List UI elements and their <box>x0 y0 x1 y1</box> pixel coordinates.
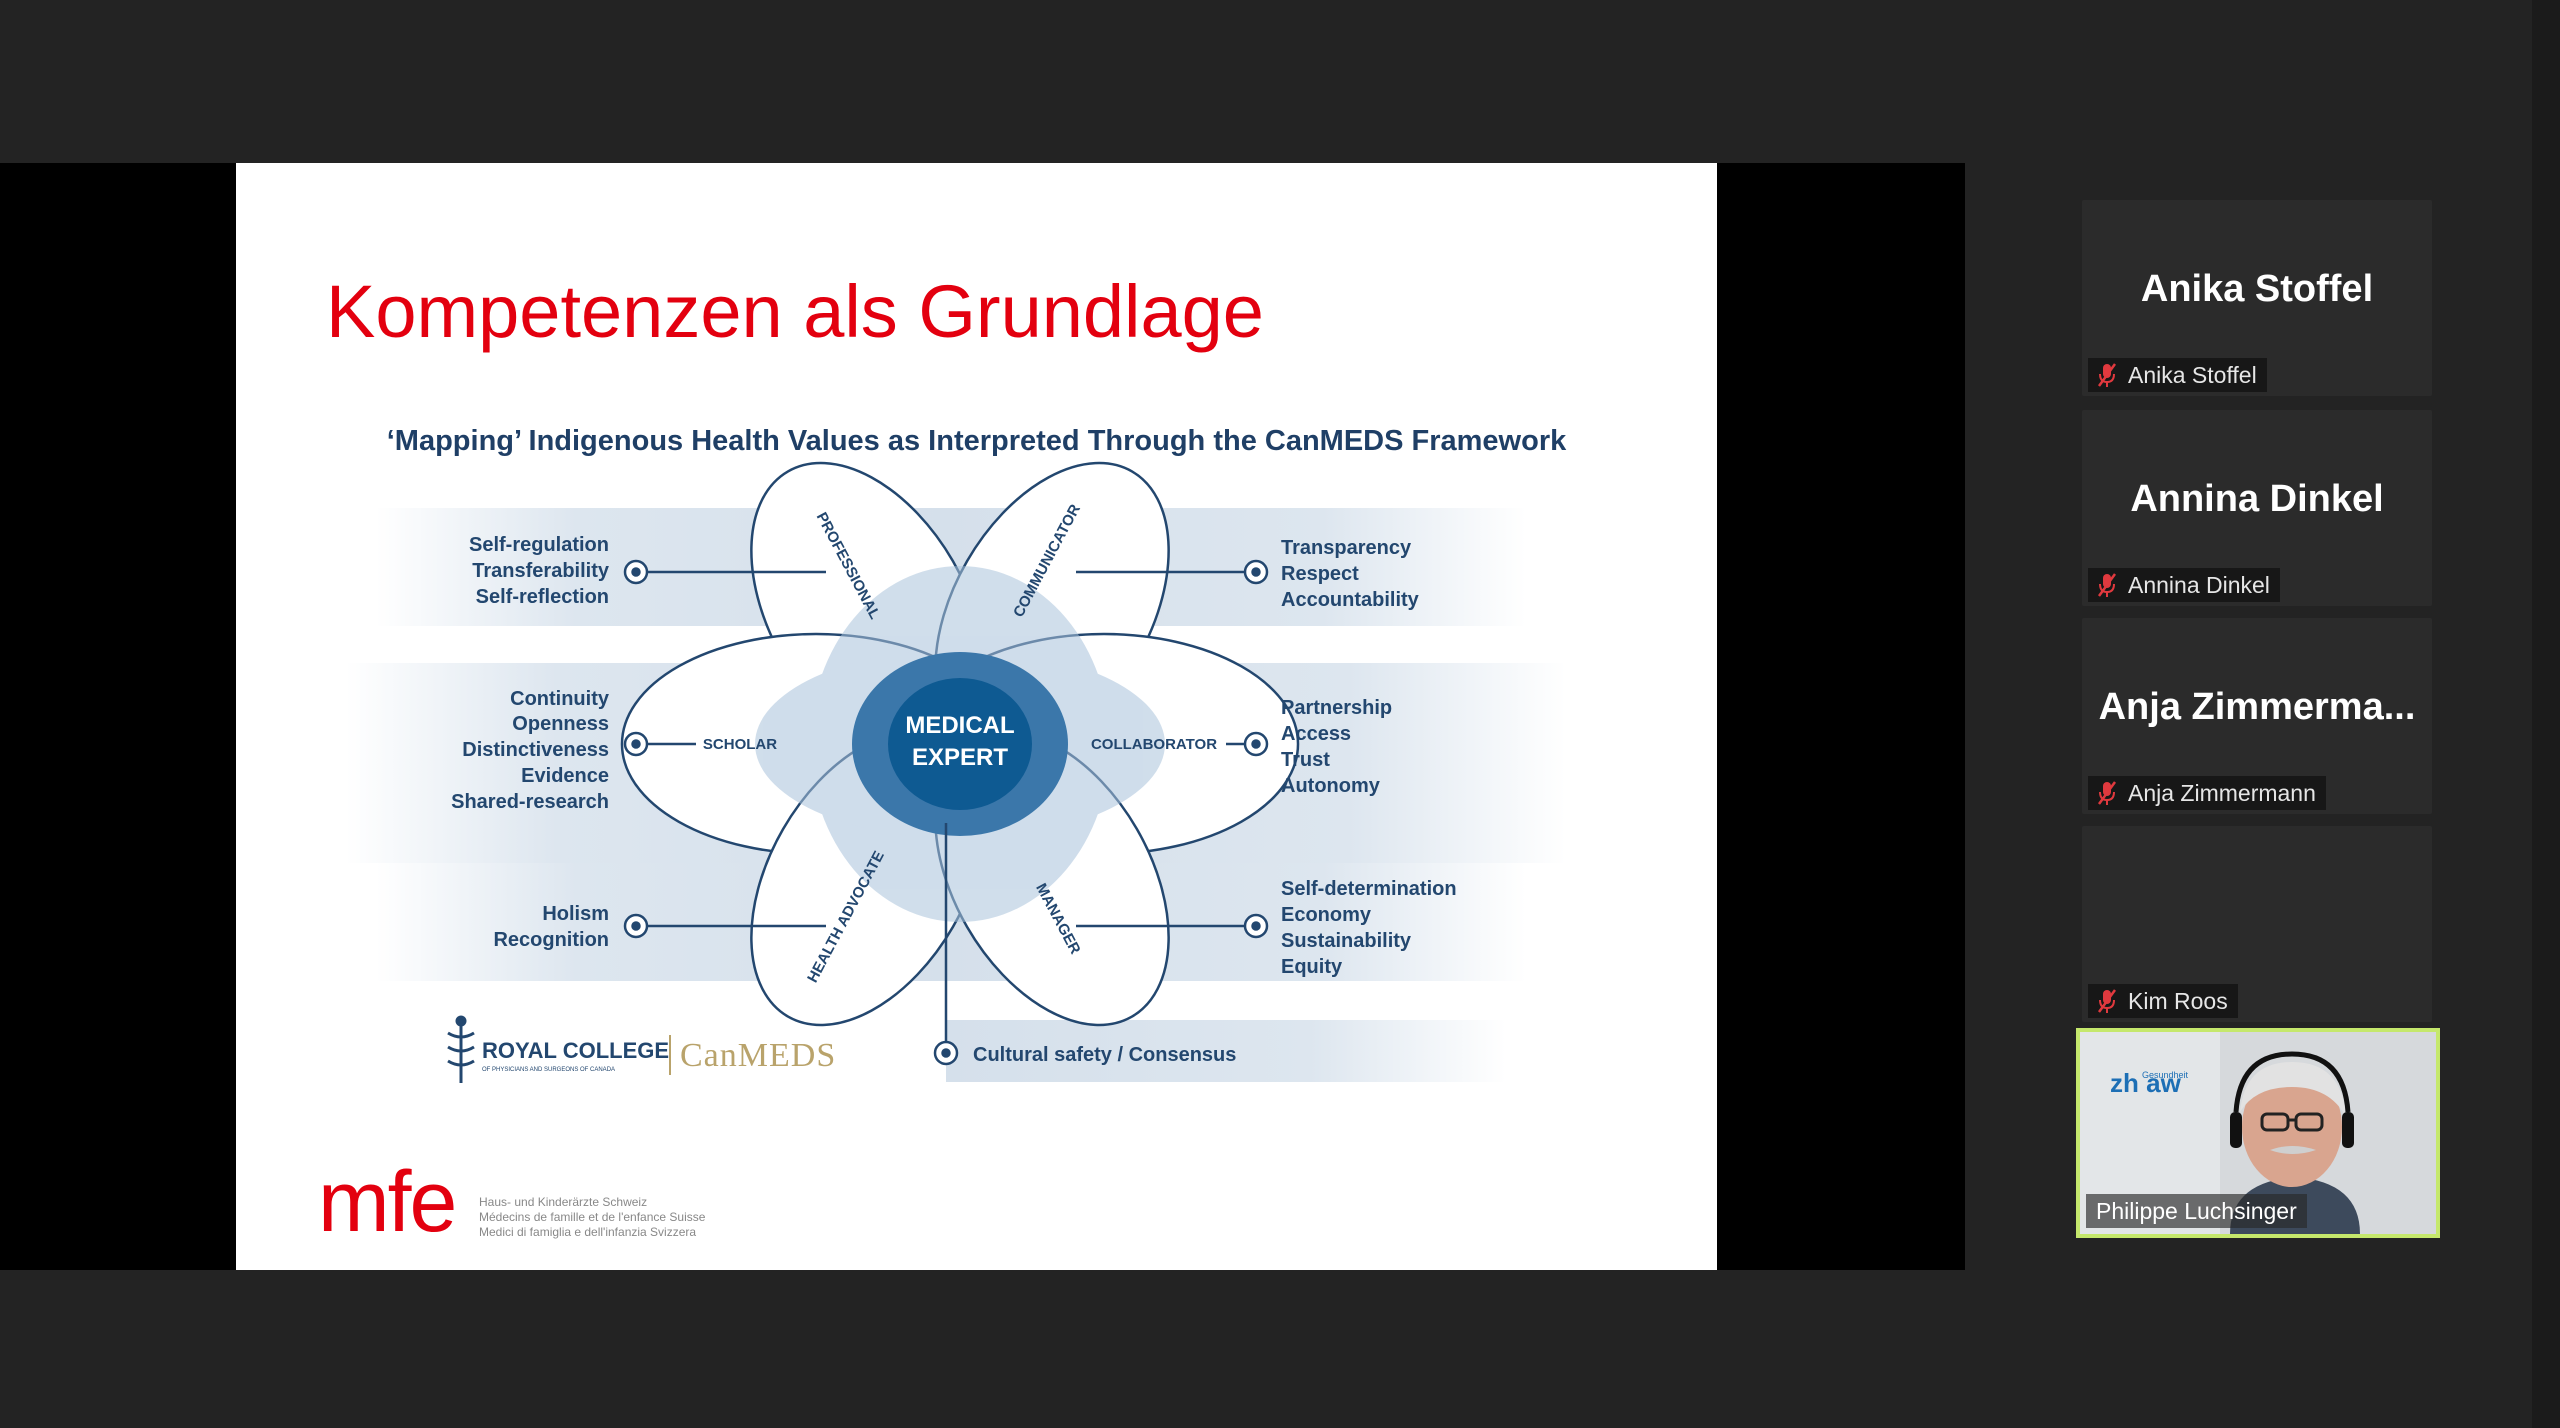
values-scholar: Continuity Openness Distinctiveness Evid… <box>451 688 610 813</box>
participant-label-text: Anja Zimmermann <box>2128 780 2316 806</box>
connectors <box>623 559 1269 1066</box>
value-text: Trust <box>1281 749 1330 771</box>
background-logo-text: zh aw <box>2110 1068 2182 1098</box>
value-text: Recognition <box>493 929 609 951</box>
role-collaborator: COLLABORATOR <box>1091 736 1217 753</box>
value-text: Continuity <box>510 688 610 710</box>
value-text: Self-determination <box>1281 878 1457 900</box>
caduceus-icon <box>447 1015 475 1083</box>
participant-name-label: Kim Roos <box>2088 984 2238 1018</box>
values-communicator: Transparency Respect Accountability <box>1281 537 1420 611</box>
value-text: Accountability <box>1281 589 1420 611</box>
values-health-advocate: Holism Recognition <box>493 903 609 951</box>
participant-label-text: Kim Roos <box>2128 988 2228 1014</box>
active-speaker-video-tile[interactable]: zh aw Gesundheit Philippe Luchsinger <box>2076 1028 2440 1238</box>
participant-label-text: Annina Dinkel <box>2128 572 2270 598</box>
value-text: Autonomy <box>1281 775 1381 797</box>
mfe-tagline: Haus- und Kinderärzte Schweiz Médecins d… <box>479 1195 705 1240</box>
value-text: Access <box>1281 723 1351 745</box>
value-text: Respect <box>1281 563 1359 585</box>
center-label-line1: MEDICAL <box>905 712 1014 739</box>
participant-name-label: Anja Zimmermann <box>2088 776 2326 810</box>
mfe-tagline-line: Medici di famiglia e dell'infanzia Svizz… <box>479 1225 697 1239</box>
values-manager: Self-determination Economy Sustainabilit… <box>1281 878 1457 978</box>
value-text: Evidence <box>521 765 609 787</box>
value-text: Holism <box>542 903 609 925</box>
mic-muted-icon <box>2097 989 2117 1013</box>
background-logo-subtext: Gesundheit <box>2142 1070 2189 1080</box>
royal-college-logo: ROYAL COLLEGE OF PHYSICIANS AND SURGEONS… <box>447 1015 836 1083</box>
value-text: Equity <box>1281 956 1343 978</box>
participant-tile[interactable]: Anika Stoffel Anika Stoffel <box>2082 200 2432 396</box>
mic-muted-icon <box>2097 573 2117 597</box>
participant-tile[interactable]: Anja Zimmerma... Anja Zimmermann <box>2082 618 2432 814</box>
participant-label-text: Anika Stoffel <box>2128 362 2257 388</box>
value-text: Economy <box>1281 904 1372 926</box>
values-collaborator: Partnership Access Trust Autonomy <box>1281 697 1392 797</box>
participant-name-label: Annina Dinkel <box>2088 568 2280 602</box>
center-label-line2: EXPERT <box>912 744 1008 771</box>
participant-display-name: Anja Zimmerma... <box>2098 686 2416 728</box>
participant-tile[interactable]: Kim Roos <box>2082 826 2432 1022</box>
value-text: Shared-research <box>451 791 609 813</box>
royal-college-subtext: OF PHYSICIANS AND SURGEONS OF CANADA <box>482 1067 615 1073</box>
framework-heading: ‘Mapping’ Indigenous Health Values as In… <box>386 425 1567 457</box>
value-text: Self-reflection <box>476 586 609 608</box>
mic-muted-icon <box>2097 363 2117 387</box>
canmeds-diagram: MEDICAL EXPERT PROFESSIONAL COMMUNICATOR… <box>346 461 1566 1083</box>
participant-tile[interactable]: Annina Dinkel Annina Dinkel <box>2082 410 2432 606</box>
value-medical-expert: Cultural safety / Consensus <box>973 1044 1236 1066</box>
value-text: Partnership <box>1281 697 1392 719</box>
right-edge-strip <box>2532 0 2560 1428</box>
participant-display-name: Anika Stoffel <box>2140 268 2374 310</box>
canmeds-text: CanMEDS <box>680 1037 836 1074</box>
value-text: Distinctiveness <box>462 739 609 761</box>
value-text: Transferability <box>472 560 610 582</box>
active-speaker-name-label: Philippe Luchsinger <box>2086 1194 2307 1228</box>
value-text: Transparency <box>1281 537 1412 559</box>
participant-display-name: Annina Dinkel <box>2130 478 2384 520</box>
mfe-tagline-line: Médecins de famille et de l'enfance Suis… <box>479 1210 706 1224</box>
slide-title: Kompetenzen als Grundlage <box>326 270 1264 353</box>
value-text: Openness <box>512 713 609 735</box>
participant-name-label: Anika Stoffel <box>2088 358 2267 392</box>
mic-muted-icon <box>2097 781 2117 805</box>
value-text: Self-regulation <box>469 534 609 556</box>
role-scholar: SCHOLAR <box>703 736 777 753</box>
royal-college-text: ROYAL COLLEGE <box>482 1038 669 1063</box>
mfe-logo: mfe <box>318 1154 457 1250</box>
center-medical-expert: MEDICAL EXPERT <box>852 652 1068 836</box>
values-professional: Self-regulation Transferability Self-ref… <box>469 534 610 608</box>
value-text: Sustainability <box>1281 930 1412 952</box>
mfe-tagline-line: Haus- und Kinderärzte Schweiz <box>479 1195 648 1209</box>
shared-slide: Kompetenzen als Grundlage ‘Mapping’ Indi… <box>236 163 1717 1270</box>
